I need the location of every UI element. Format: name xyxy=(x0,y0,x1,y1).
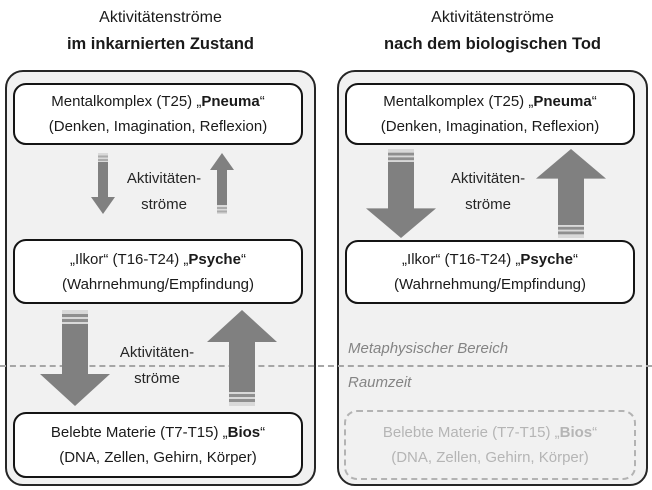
left-bios-title: Belebte Materie (T7-T15) „Bios“ xyxy=(15,420,301,445)
left-flow-top-line2: ströme xyxy=(141,196,187,213)
metaphysical-region-label: Metaphysischer Bereich xyxy=(348,340,509,357)
right-title-line2: nach dem biologischen Tod xyxy=(384,35,601,53)
right-pneuma-title: Mentalkomplex (T25) „Pneuma“ xyxy=(347,89,633,114)
left-psyche-bold: Psyche xyxy=(188,250,241,268)
spacetime-region-label: Raumzeit xyxy=(348,374,412,391)
down-arrow-big-icon xyxy=(366,149,436,238)
right-bios-sub: (DNA, Zellen, Gehirn, Körper) xyxy=(391,449,589,466)
right-pneuma-sub: (Denken, Imagination, Reflexion) xyxy=(380,118,600,135)
left-flow-top-label: Aktivitäten- ströme xyxy=(112,166,216,218)
right-title-line1: Aktivitätenströme xyxy=(431,9,554,26)
left-flow-bottom-line1: Aktivitäten- xyxy=(119,344,195,361)
left-bios-bold: Bios xyxy=(227,424,261,441)
right-bios-pre: Belebte Materie (T7-T15) „ xyxy=(382,424,560,441)
left-psyche-post: “ xyxy=(240,250,246,268)
up-arrow-small-icon xyxy=(210,153,234,214)
right-pneuma-box: Mentalkomplex (T25) „Pneuma“ (Denken, Im… xyxy=(345,83,635,145)
left-pneuma-post: “ xyxy=(259,93,265,110)
right-column-title: Aktivitätenströme nach dem biologischen … xyxy=(337,5,648,57)
right-flow-top-line1: Aktivitäten- xyxy=(450,170,526,187)
down-arrow-small-icon xyxy=(91,153,115,214)
down-arrow-big-icon xyxy=(40,310,110,406)
right-psyche-pre: „Ilkor“ (T16-T24) „ xyxy=(402,251,521,268)
left-bios-box: Belebte Materie (T7-T15) „Bios“ (DNA, Ze… xyxy=(13,412,303,478)
left-bios-post: “ xyxy=(260,424,266,441)
left-flow-bottom-line2: ströme xyxy=(134,370,180,387)
right-pneuma-bold: Pneuma xyxy=(533,93,592,110)
left-pneuma-title: Mentalkomplex (T25) „Pneuma“ xyxy=(15,89,301,114)
left-pneuma-bold: Pneuma xyxy=(201,93,260,110)
right-bios-title: Belebte Materie (T7-T15) „Bios“ xyxy=(346,420,634,445)
left-psyche-pre: „Ilkor“ (T16-T24) „ xyxy=(70,250,189,268)
left-title-line2: im inkarnierten Zustand xyxy=(66,35,255,53)
left-pneuma-sub: (Denken, Imagination, Reflexion) xyxy=(48,118,268,135)
right-psyche-post: “ xyxy=(572,251,578,268)
right-bios-bold: Bios xyxy=(559,424,593,441)
up-arrow-big-icon xyxy=(207,310,277,406)
left-psyche-sub: (Wahrnehmung/Empfindung) xyxy=(61,275,255,293)
left-pneuma-box: Mentalkomplex (T25) „Pneuma“ (Denken, Im… xyxy=(13,83,303,145)
right-pneuma-pre: Mentalkomplex (T25) „ xyxy=(383,93,534,110)
right-psyche-sub: (Wahrnehmung/Empfindung) xyxy=(393,276,587,293)
left-psyche-box: „Ilkor“ (T16-T24) „Psyche“ (Wahrnehmung/… xyxy=(13,239,303,304)
metaphysics-spacetime-divider-line xyxy=(0,365,652,367)
right-flow-top-line2: ströme xyxy=(465,196,511,213)
left-flow-top-line1: Aktivitäten- xyxy=(126,170,202,187)
right-psyche-bold: Psyche xyxy=(520,251,573,268)
right-bios-faded-box: Belebte Materie (T7-T15) „Bios“ (DNA, Ze… xyxy=(344,410,636,480)
up-arrow-big-icon xyxy=(536,149,606,238)
left-bios-pre: Belebte Materie (T7-T15) „ xyxy=(50,424,228,441)
left-title-line1: Aktivitätenströme xyxy=(99,9,222,26)
right-flow-top-label: Aktivitäten- ströme xyxy=(436,166,540,218)
left-psyche-title: „Ilkor“ (T16-T24) „Psyche“ xyxy=(15,247,301,272)
right-pneuma-post: “ xyxy=(591,93,597,110)
right-psyche-title: „Ilkor“ (T16-T24) „Psyche“ xyxy=(347,247,633,272)
left-bios-sub: (DNA, Zellen, Gehirn, Körper) xyxy=(59,449,257,466)
left-pneuma-pre: Mentalkomplex (T25) „ xyxy=(51,93,202,110)
right-psyche-box: „Ilkor“ (T16-T24) „Psyche“ (Wahrnehmung/… xyxy=(345,240,635,304)
left-column-title: Aktivitätenströme im inkarnierten Zustan… xyxy=(5,5,316,57)
right-bios-post: “ xyxy=(592,424,598,441)
left-flow-bottom-label: Aktivitäten- ströme xyxy=(105,340,209,392)
